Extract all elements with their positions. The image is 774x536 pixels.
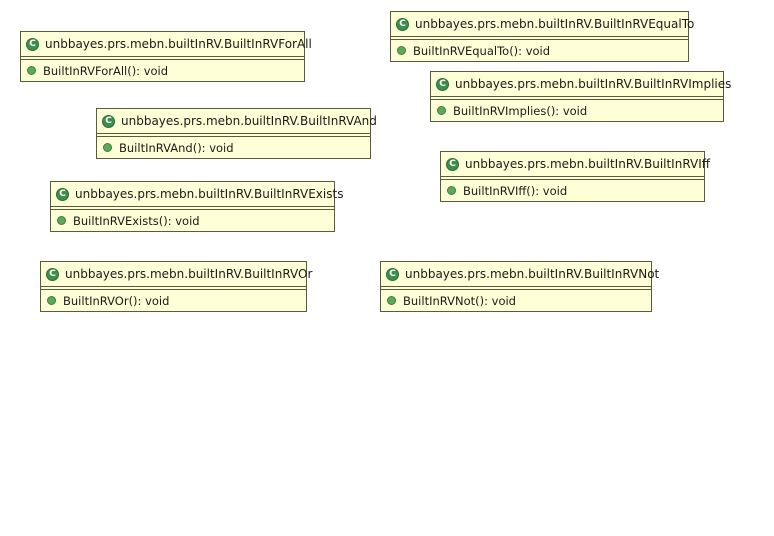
class-box-and[interactable]: C unbbayes.prs.mebn.builtInRV.BuiltInRVA… [96,108,377,159]
method-row[interactable]: BuiltInRVAnd(): void [97,137,370,158]
class-icon: C [436,77,449,91]
method-row[interactable]: BuiltInRVOr(): void [41,290,306,311]
class-header: C unbbayes.prs.mebn.builtInRV.BuiltInRVI… [431,72,731,97]
class-name: unbbayes.prs.mebn.builtInRV.BuiltInRVOr [65,267,313,281]
class-box-iff[interactable]: C unbbayes.prs.mebn.builtInRV.BuiltInRVI… [440,151,710,202]
method-row[interactable]: BuiltInRVIff(): void [441,180,704,201]
attributes-compartment [431,97,723,100]
public-method-icon [397,46,406,55]
method-row[interactable]: BuiltInRVNot(): void [381,290,651,311]
public-method-icon [447,186,456,195]
class-name: unbbayes.prs.mebn.builtInRV.BuiltInRVIff [465,157,711,171]
method-row[interactable]: BuiltInRVEqualTo(): void [391,40,688,61]
method-signature: BuiltInRVNot(): void [403,293,516,308]
class-header: C unbbayes.prs.mebn.builtInRV.BuiltInRVA… [97,109,377,134]
class-header: C unbbayes.prs.mebn.builtInRV.BuiltInRVE… [391,12,694,37]
public-method-icon [103,143,112,152]
class-icon: C [56,187,69,201]
class-icon: C [26,37,39,51]
class-icon: C [386,267,399,281]
class-box-implies[interactable]: C unbbayes.prs.mebn.builtInRV.BuiltInRVI… [430,71,731,122]
class-icon: C [396,17,409,31]
method-row[interactable]: BuiltInRVExists(): void [51,210,334,231]
attributes-compartment [41,287,306,290]
class-icon: C [46,267,59,281]
public-method-icon [27,66,36,75]
class-icon: C [446,157,459,171]
method-row[interactable]: BuiltInRVForAll(): void [21,60,304,81]
class-name: unbbayes.prs.mebn.builtInRV.BuiltInRVAnd [121,114,377,128]
class-box-not[interactable]: C unbbayes.prs.mebn.builtInRV.BuiltInRVN… [380,261,659,312]
public-method-icon [437,106,446,115]
public-method-icon [57,216,66,225]
class-header: C unbbayes.prs.mebn.builtInRV.BuiltInRVE… [51,182,343,207]
attributes-compartment [21,57,304,60]
class-name: unbbayes.prs.mebn.builtInRV.BuiltInRVEqu… [415,17,695,31]
class-header: C unbbayes.prs.mebn.builtInRV.BuiltInRVN… [381,262,659,287]
class-header: C unbbayes.prs.mebn.builtInRV.BuiltInRVO… [41,262,312,287]
attributes-compartment [97,134,370,137]
class-box-exists[interactable]: C unbbayes.prs.mebn.builtInRV.BuiltInRVE… [50,181,343,232]
class-name: unbbayes.prs.mebn.builtInRV.BuiltInRVFor… [45,37,312,51]
class-name: unbbayes.prs.mebn.builtInRV.BuiltInRVExi… [75,187,344,201]
class-header: C unbbayes.prs.mebn.builtInRV.BuiltInRVI… [441,152,710,177]
method-signature: BuiltInRVForAll(): void [43,63,169,78]
attributes-compartment [391,37,688,40]
class-header: C unbbayes.prs.mebn.builtInRV.BuiltInRVF… [21,32,312,57]
class-name: unbbayes.prs.mebn.builtInRV.BuiltInRVImp… [455,77,732,91]
class-box-or[interactable]: C unbbayes.prs.mebn.builtInRV.BuiltInRVO… [40,261,312,312]
method-signature: BuiltInRVOr(): void [63,293,170,308]
class-box-forall[interactable]: C unbbayes.prs.mebn.builtInRV.BuiltInRVF… [20,31,312,82]
attributes-compartment [381,287,651,290]
method-row[interactable]: BuiltInRVImplies(): void [431,100,723,121]
method-signature: BuiltInRVAnd(): void [119,140,234,155]
method-signature: BuiltInRVExists(): void [73,213,200,228]
public-method-icon [47,296,56,305]
class-icon: C [102,114,115,128]
attributes-compartment [51,207,334,210]
class-box-equalto[interactable]: C unbbayes.prs.mebn.builtInRV.BuiltInRVE… [390,11,694,62]
attributes-compartment [441,177,704,180]
method-signature: BuiltInRVIff(): void [463,183,568,198]
method-signature: BuiltInRVEqualTo(): void [413,43,551,58]
public-method-icon [387,296,396,305]
method-signature: BuiltInRVImplies(): void [453,103,588,118]
class-name: unbbayes.prs.mebn.builtInRV.BuiltInRVNot [405,267,660,281]
